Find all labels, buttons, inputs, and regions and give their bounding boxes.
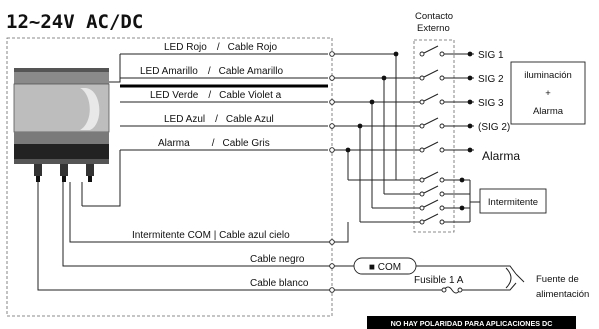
power-bracket: [505, 267, 512, 289]
black-wire-label: Cable negro: [250, 254, 305, 265]
signal-label-alarm: Alarma: [482, 149, 520, 163]
com-label: ■ COM: [369, 262, 401, 273]
illumination-line1: iluminación: [524, 70, 572, 81]
wire-label-alarm: Alarma/Cable Gris: [158, 138, 270, 149]
fuse-label: Fusible 1 A: [414, 275, 464, 286]
polarity-note: NO HAY POLARIDAD PARA APLICACIONES DC: [391, 319, 553, 328]
power-label-line2: alimentación: [536, 289, 589, 300]
black-wire: [62, 182, 330, 267]
terminal-rings: [329, 51, 335, 293]
common-wire-label: Intermitente COM | Cable azul cielo: [132, 230, 290, 241]
com-link-right: [416, 265, 517, 275]
common-wire: [69, 182, 330, 243]
wire-label-yellow: LED Amarillo/Cable Amarillo: [140, 66, 284, 77]
external-contact-box: [413, 39, 455, 233]
blink-drops: [347, 54, 420, 223]
fuse-icon: [443, 286, 461, 294]
blink-box: [479, 188, 547, 214]
illumination-line3: Alarma: [533, 106, 564, 117]
blink-label: Intermitente: [488, 197, 538, 208]
contact-label-line2: Externo: [417, 23, 450, 34]
power-label-line1: Fuente de: [536, 274, 579, 285]
signal-label-sig1: SIG 1: [478, 50, 504, 61]
junction-dots: [345, 51, 399, 153]
voltage-title: 12~24V AC/DC: [6, 11, 143, 33]
white-wire: [37, 182, 330, 291]
contact-label-line1: Contacto: [415, 11, 453, 22]
signal-label-sig2: SIG 2: [478, 74, 504, 85]
wire-label-blue: LED Azul/Cable Azul: [164, 114, 274, 125]
wire-label-red: LED Rojo/Cable Rojo: [164, 42, 278, 53]
wire-label-violet: LED Verde/Cable Violet a: [150, 90, 282, 101]
beacon-enclosure: [6, 37, 333, 317]
white-wire-label: Cable blanco: [250, 278, 309, 289]
polarity-note-bar: [367, 316, 576, 329]
illumination-alarm-box: [510, 61, 586, 125]
common-link: [334, 222, 349, 243]
power-tick: [515, 273, 525, 283]
illumination-line2: +: [545, 88, 551, 99]
signal-label-sig3: SIG 3: [478, 98, 504, 109]
signal-label-sig2b: (SIG 2): [478, 122, 510, 133]
signal-leads: [444, 51, 480, 223]
signal-tower-icon: [13, 68, 110, 182]
switch-contacts: [419, 45, 445, 225]
bundle-edge-bottom: [109, 150, 121, 207]
fuse-link-right: [462, 282, 517, 291]
bundle-edge: [109, 54, 121, 83]
